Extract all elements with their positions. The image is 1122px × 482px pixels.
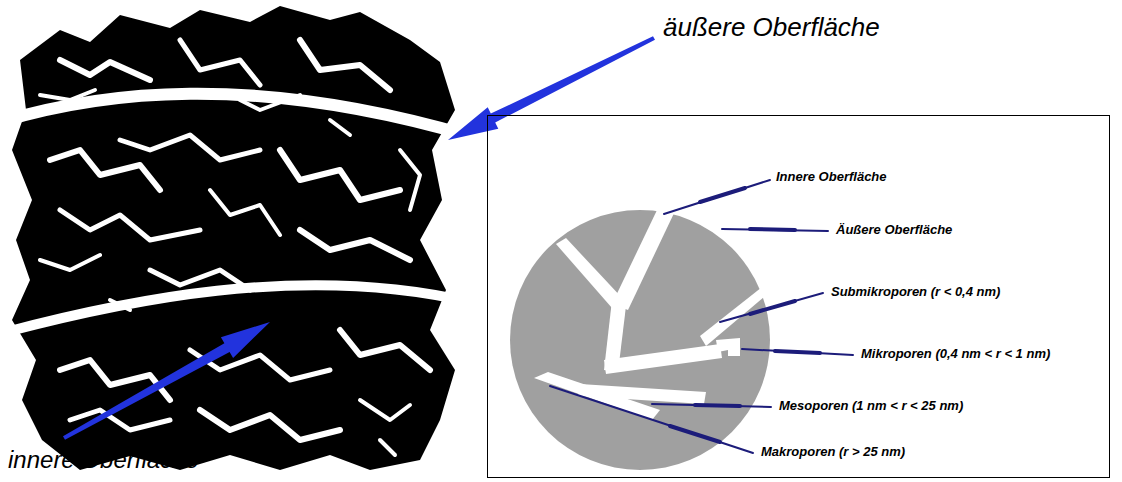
pore-label: Submikroporen (r < 0,4 nm) (831, 284, 1000, 299)
pointer-arrow (448, 36, 655, 140)
surface-label: äußere Oberfläche (663, 12, 880, 43)
pointer-arrow (63, 322, 270, 440)
pore-label: Äußere Oberfläche (836, 222, 952, 237)
porous-particle (0, 6, 470, 470)
legend-panel: Innere OberflächeÄußere OberflächeSubmik… (487, 115, 1110, 478)
pore-label: Mesoporen (1 nm < r < 25 nm) (779, 398, 963, 413)
pore-label: Innere Oberfläche (776, 169, 887, 184)
pore-cross-section (510, 208, 770, 470)
surface-label: innere Oberfläche (8, 446, 199, 474)
pore-label: Mikroporen (0,4 nm < r < 1 nm) (861, 346, 1050, 361)
pore-label: Makroporen (r > 25 nm) (761, 444, 905, 459)
